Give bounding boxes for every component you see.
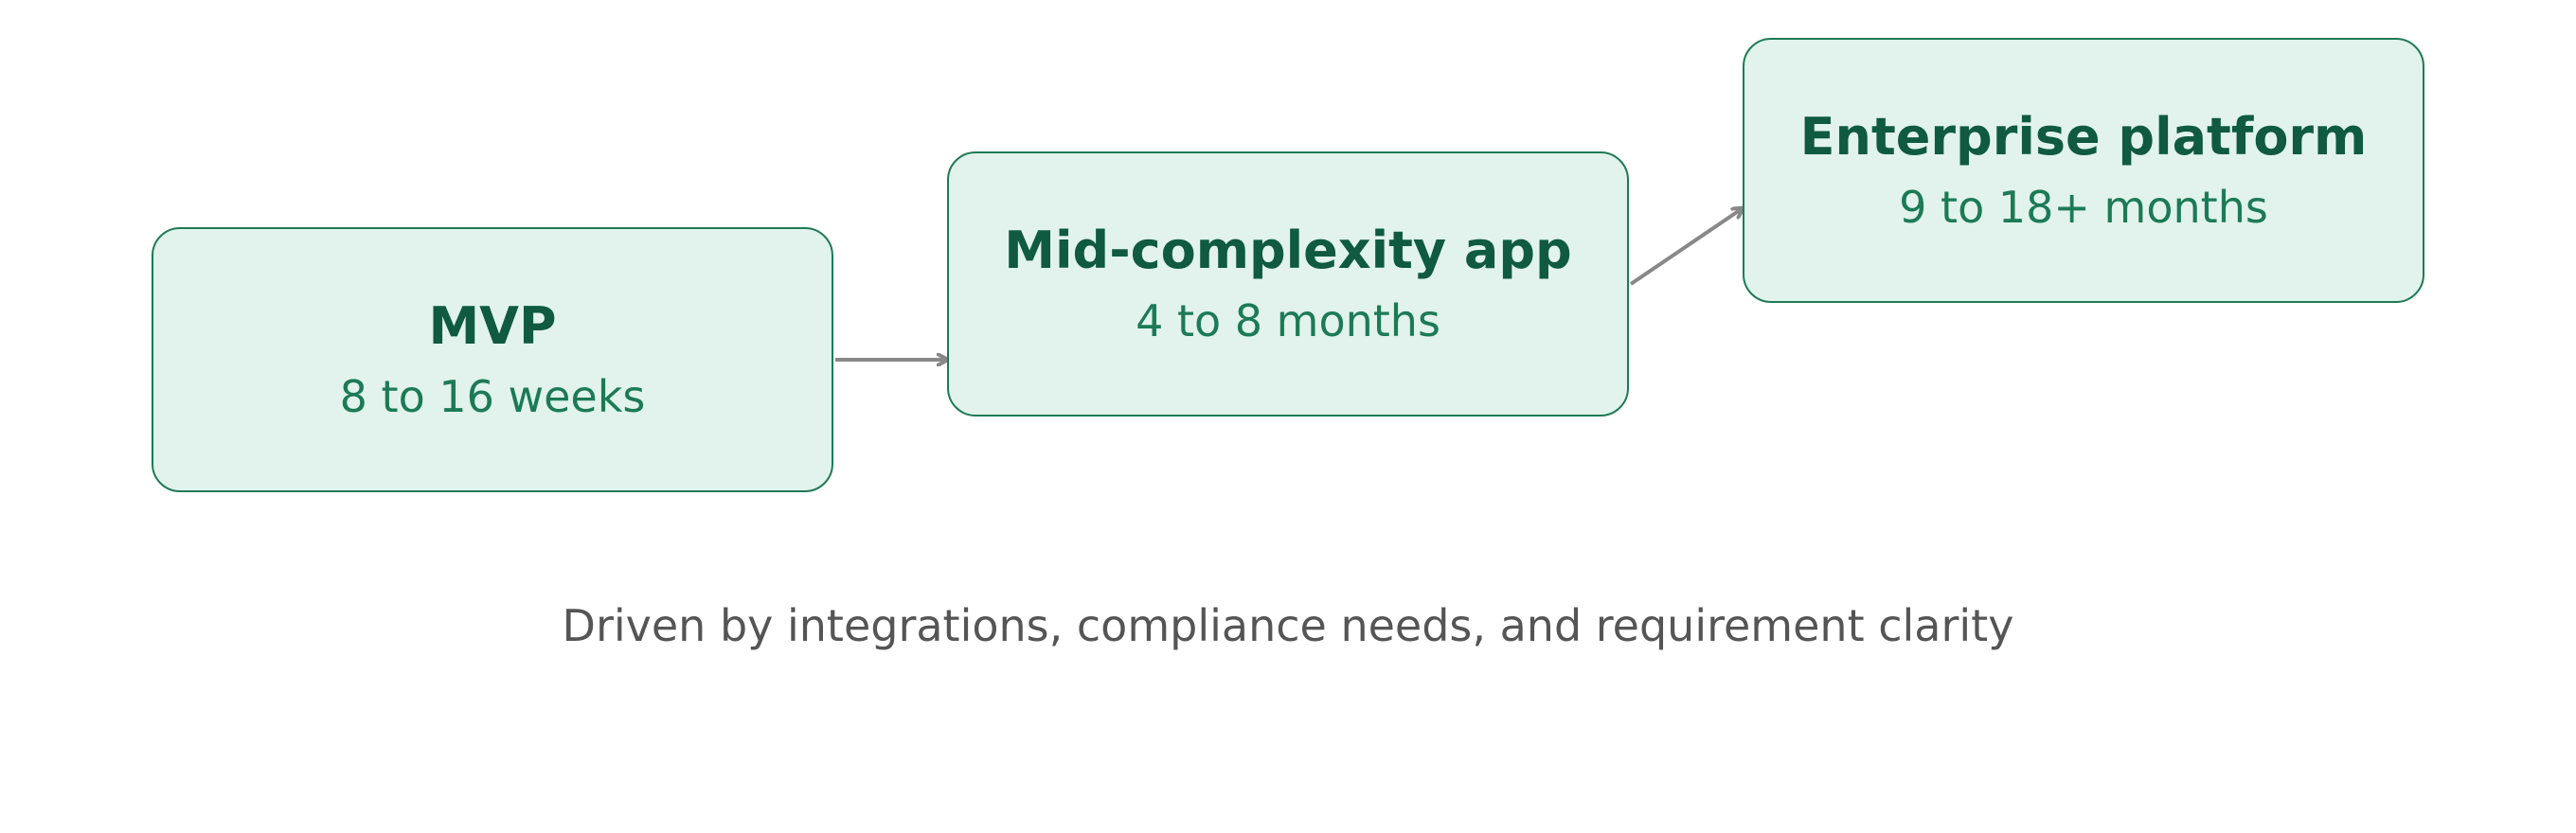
stage-title: MVP: [428, 296, 557, 356]
stage-title: Enterprise platform: [1799, 107, 2368, 167]
stage-duration: 9 to 18+ months: [1899, 181, 2268, 233]
stage-duration: 8 to 16 weeks: [339, 370, 646, 422]
diagram-caption: Driven by integrations, compliance needs…: [562, 600, 2014, 651]
stage-box-enterprise: Enterprise platform 9 to 18+ months: [1743, 38, 2424, 303]
stage-box-mid-complexity: Mid-complexity app 4 to 8 months: [947, 151, 1629, 416]
stage-duration: 4 to 8 months: [1136, 294, 1440, 346]
stage-box-mvp: MVP 8 to 16 weeks: [152, 227, 833, 492]
arrow-mid-to-enterprise: [1629, 208, 1743, 286]
stage-title: Mid-complexity app: [1004, 221, 1572, 280]
